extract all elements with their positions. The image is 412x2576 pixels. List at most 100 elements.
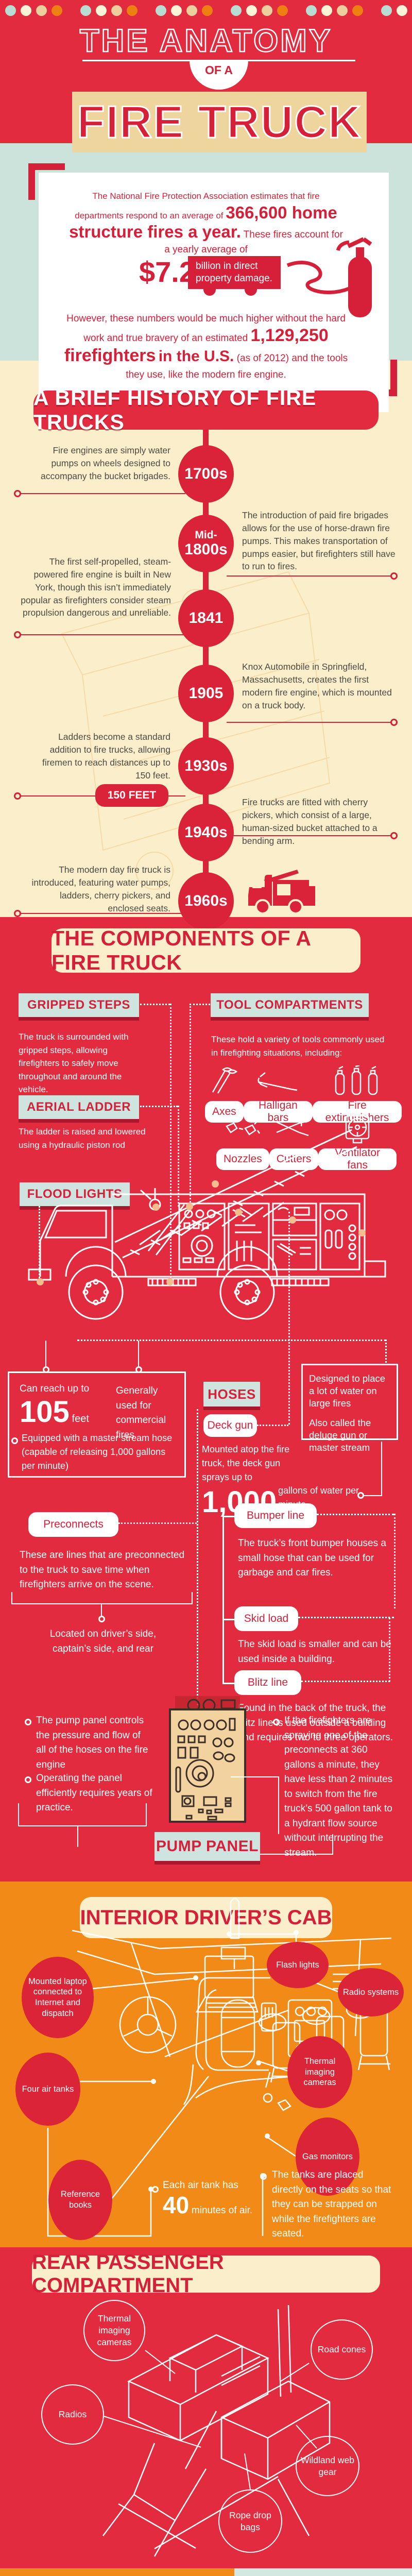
blitz-line-pill: Blitz line <box>234 1670 301 1695</box>
bubble-label: Thermal imaging cameras <box>303 2057 336 2088</box>
dotted-connector <box>140 1004 170 1005</box>
timeline-text-mid1800s: The introduction of paid fire brigades a… <box>242 510 396 572</box>
connector-line <box>77 1825 78 1847</box>
dotted-connector <box>317 1514 394 1515</box>
tool-label: Ventilator fans <box>335 1147 380 1171</box>
connector-ring <box>357 1492 364 1499</box>
pump-panel-bullet2: Operating the panel efficiently requires… <box>36 1773 152 1813</box>
bubble-label: Four air tanks <box>22 2084 74 2094</box>
rear-item-label: Rope drop bags <box>229 2510 271 2532</box>
decorative-dot <box>156 5 166 16</box>
timeline-year: 1960s <box>184 892 228 909</box>
badge-150-feet-label: 150 FEET <box>107 789 157 801</box>
decorative-dot <box>202 5 213 16</box>
tool-label: Nozzles <box>224 1153 262 1165</box>
fire-extinguisher-icon <box>286 237 372 317</box>
tool-cutters: Cutters <box>269 1117 319 1170</box>
decorative-dots-row <box>5 5 412 18</box>
decorative-dot <box>171 5 182 16</box>
intro-p2-big2: in the U.S. <box>158 348 234 365</box>
dotted-connector <box>190 1004 191 1206</box>
preconnects-text: These are lines that are preconnected to… <box>20 1550 185 1590</box>
deck-gun-note1: Designed to place a lot of water on larg… <box>309 1373 386 1409</box>
dotted-connector <box>140 1106 178 1107</box>
bubble-flash-lights: Flash lights <box>267 1942 329 1988</box>
flood-lights-label: FLOOD LIGHTS <box>27 1187 123 1201</box>
skid-load-pill: Skid load <box>234 1606 298 1631</box>
preconnects-pill: Preconnects <box>28 1512 118 1537</box>
connector-line <box>45 1341 46 1367</box>
anatomy-outline-title: THE ANATOMY <box>79 23 333 60</box>
air-fact-after: minutes of air. <box>191 2205 253 2216</box>
bumper-line-pill: Bumper line <box>234 1503 317 1528</box>
tool-label: Axes <box>212 1106 236 1117</box>
connector-line <box>146 1803 147 1825</box>
fire-truck-diagram <box>28 1129 386 1320</box>
intro-stat1: 366,600 home structure fires a year. <box>69 202 337 242</box>
pump-panel-bullet1: The pump panel controls the pressure and… <box>36 1715 148 1770</box>
timeline-ring-1905 <box>390 719 398 726</box>
title-line3: FIRE TRUCK <box>76 96 362 148</box>
nozzle-icon <box>226 1118 261 1136</box>
connector-line <box>222 1516 224 1684</box>
deck-gun-note-box: Designed to place a lot of water on larg… <box>301 1364 398 1453</box>
preconnects-location: Located on driver’s side, captain’s side… <box>49 1629 157 1654</box>
decorative-dot <box>186 5 197 16</box>
decorative-dot <box>231 5 242 16</box>
decorative-dot <box>246 5 257 16</box>
aerial-reach: Can reach up to 105 feet <box>20 1382 112 1428</box>
bullet-ring <box>25 1719 31 1725</box>
bullet-ring <box>273 1719 280 1725</box>
connector-ring <box>98 1616 105 1622</box>
dotted-connector <box>288 1212 290 1425</box>
dotted-connector <box>77 1340 386 1341</box>
components-title: THE COMPONENTS OF A FIRE TRUCK <box>52 926 311 974</box>
tool-label: Halligan bars <box>258 1099 298 1124</box>
aerial-use: Generally used for commercial fires <box>116 1385 166 1440</box>
timeline-connector-1905 <box>227 722 392 723</box>
connector-line <box>381 1442 382 1496</box>
tool-nozzles: Nozzles <box>216 1117 269 1170</box>
connector-line <box>101 1603 102 1617</box>
dotted-connector <box>197 1409 198 1705</box>
decorative-dot <box>36 5 47 16</box>
connector-line <box>260 1854 332 1855</box>
timeline-ring-1700s <box>14 490 21 497</box>
tool-pill-nozzles: Nozzles <box>216 1148 269 1170</box>
timeline-connector-1700s <box>21 493 185 494</box>
intro-paragraph-2: However, these numbers would be much hig… <box>57 312 355 382</box>
rear-item-label: Wildland web gear <box>300 2454 355 2477</box>
bubble-label: Gas monitors <box>302 2151 353 2161</box>
seat-note: The tanks are placed directly on the sea… <box>272 2170 391 2239</box>
connector-line <box>18 1803 19 1825</box>
tool-halligan-bars: Halligan bars <box>243 1066 313 1124</box>
pump-panel-note: If the firefighters are spraying one of … <box>284 1715 393 1858</box>
dotted-connector <box>389 1618 390 1682</box>
tool-axes: Axes <box>205 1066 244 1123</box>
rear-circle-radios: Radios <box>41 2384 104 2445</box>
timeline-ring-1940s <box>390 832 398 839</box>
decorative-dot <box>321 5 332 16</box>
decorative-dot <box>96 5 107 16</box>
tool-compartments-label: TOOL COMPARTMENTS <box>216 998 363 1012</box>
deck-gun-pill: Deck gun <box>203 1414 257 1437</box>
intro-corner-bracket-tl <box>28 163 65 200</box>
rear-circle-rope-bags: Rope drop bags <box>218 2489 282 2553</box>
deck-gun-text: Mounted atop the fire truck, the deck gu… <box>202 1444 290 1482</box>
skid-load-label: Skid load <box>244 1613 289 1624</box>
axe-icon <box>212 1067 238 1094</box>
connector-line <box>278 1776 279 1834</box>
title-line1-text: THE ANATOMY <box>80 23 333 59</box>
connector-line <box>231 1776 278 1777</box>
dotted-connector <box>170 1004 171 1284</box>
intro-money-value: $7.2 <box>139 256 195 288</box>
decorative-dot <box>127 5 138 16</box>
rear-title: REAR PASSENGER COMPARTMENT <box>32 2251 224 2297</box>
connector-line <box>11 1603 193 1604</box>
bubble-gas-monitors: Gas monitors <box>296 2117 359 2196</box>
fire-extinguisher-icon <box>335 1064 377 1095</box>
aerial-ladder-info-box <box>8 1371 186 1478</box>
intro-p2b: (as of 2012) and the tools they use, lik… <box>126 353 348 380</box>
reach-prefix: Can reach up to <box>20 1383 90 1394</box>
connector-line <box>18 1825 147 1826</box>
